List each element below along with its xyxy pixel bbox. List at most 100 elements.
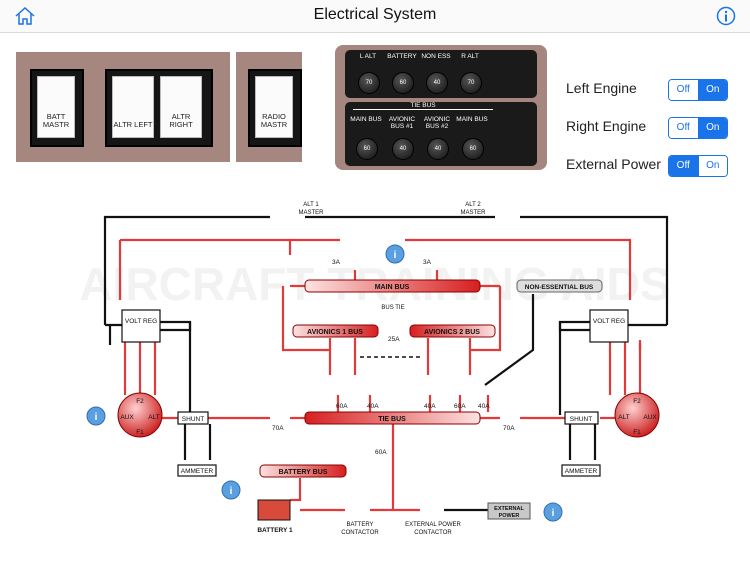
- right-engine-label: Right Engine: [566, 118, 647, 134]
- alt-f1-label: F1: [136, 429, 144, 436]
- shunt-right-label: SHUNT: [570, 416, 592, 423]
- alt-aux-label: AUX: [120, 414, 134, 421]
- alt-f1-label: F1: [633, 429, 641, 436]
- breaker-label: MAIN BUS: [456, 116, 488, 123]
- volt-reg-left: [121, 309, 161, 343]
- breaker-knob-avionic-2[interactable]: 40: [427, 138, 449, 160]
- breaker-label: R ALT: [461, 53, 479, 60]
- external-power-off[interactable]: Off: [669, 156, 698, 176]
- battery-contactor-label-1: BATTERY: [346, 522, 373, 528]
- alt2-master-label-2: MASTER: [460, 210, 486, 216]
- main-bus: [304, 279, 481, 293]
- tie-bus: [304, 411, 481, 425]
- alt1-master-label-1: ALT 1: [303, 202, 319, 208]
- ammeter-right: [561, 464, 601, 477]
- amp-60a-battery: 60A: [375, 449, 387, 456]
- alternator-right: [614, 392, 660, 438]
- amp-70a-right: 70A: [503, 425, 515, 432]
- breaker-label: MAIN BUS: [350, 116, 382, 123]
- ammeter-left: [177, 464, 217, 477]
- amp-3a-left: 3A: [332, 259, 341, 266]
- alt2-master-label-1: ALT 2: [465, 202, 481, 208]
- circuit-breaker-panel: L ALT BATTERY NON ESS R ALT 70 60 40 70 …: [335, 45, 547, 170]
- breaker-label: AVIONIC BUS #1: [388, 116, 416, 130]
- svg-text:i: i: [230, 486, 233, 497]
- battery-contactor-label-2: CONTACTOR: [341, 530, 379, 536]
- tie-bus-label: TIE BUS: [410, 102, 436, 109]
- external-power-label-1: EXTERNAL: [494, 506, 524, 512]
- right-engine-off[interactable]: Off: [669, 118, 698, 138]
- breaker-knob-avionic-1[interactable]: 40: [392, 138, 414, 160]
- avionics-1-bus-label: AVIONICS 1 BUS: [307, 329, 363, 336]
- home-icon[interactable]: [14, 6, 36, 26]
- battery-1: [257, 499, 291, 521]
- volt-reg-right-label: VOLT REG: [593, 318, 625, 325]
- amp-40a-far-right: 40A: [478, 403, 490, 410]
- shunt-right: [564, 411, 599, 425]
- right-engine-on[interactable]: On: [697, 118, 727, 138]
- altr-left-switch[interactable]: ALTR LEFT: [112, 76, 154, 138]
- alt1-master-label-2: MASTER: [298, 210, 324, 216]
- alt-alt-label: ALT: [148, 414, 159, 421]
- right-engine-toggle[interactable]: Off On: [668, 117, 728, 139]
- radio-master-switch[interactable]: RADIO MASTR: [255, 76, 293, 138]
- info-icon[interactable]: i: [221, 480, 241, 500]
- breaker-knob-non-ess[interactable]: 40: [426, 72, 448, 94]
- left-engine-toggle[interactable]: Off On: [668, 79, 728, 101]
- amp-70a-left: 70A: [272, 425, 284, 432]
- altr-right-switch[interactable]: ALTR RIGHT: [160, 76, 202, 138]
- battery-1-label: BATTERY 1: [257, 527, 293, 534]
- svg-text:i: i: [552, 508, 555, 519]
- alt-f2-label: F2: [633, 398, 641, 405]
- info-icon[interactable]: i: [86, 406, 106, 426]
- top-bar: Electrical System: [0, 0, 750, 33]
- shunt-left: [177, 411, 209, 425]
- external-power-label: External Power: [566, 156, 661, 172]
- amp-40a-left: 40A: [367, 403, 379, 410]
- info-icon[interactable]: i: [385, 244, 405, 264]
- watermark: AIRCRAFT TRAINING AIDS: [79, 258, 670, 310]
- breaker-label: BATTERY: [387, 53, 417, 60]
- external-power-box: [487, 502, 531, 520]
- volt-reg-left-label: VOLT REG: [125, 318, 157, 325]
- svg-text:i: i: [394, 250, 397, 261]
- tie-bus-line: [353, 109, 493, 110]
- breaker-knob-battery[interactable]: 60: [392, 72, 414, 94]
- breaker-knob-l-alt[interactable]: 70: [358, 72, 380, 94]
- amp-60a-right: 60A: [454, 403, 466, 410]
- info-icon[interactable]: [716, 6, 736, 26]
- amp-60a-left: 60A: [336, 403, 348, 410]
- breaker-label: L ALT: [359, 53, 377, 60]
- alternator-left: [117, 392, 163, 438]
- external-power-label-2: POWER: [499, 513, 520, 519]
- bus-tie-label: BUS TIE: [381, 305, 404, 311]
- breaker-label: NON ESS: [421, 53, 451, 60]
- amp-3a-right: 3A: [423, 259, 432, 266]
- breaker-knob-main-bus-left[interactable]: 60: [356, 138, 378, 160]
- alt-aux-label: AUX: [643, 414, 657, 421]
- alt-alt-label: ALT: [618, 414, 629, 421]
- info-icon[interactable]: i: [543, 502, 563, 522]
- ammeter-left-label: AMMETER: [181, 468, 214, 475]
- breaker-label: AVIONIC BUS #2: [423, 116, 451, 130]
- page-title: Electrical System: [313, 6, 437, 23]
- left-engine-on[interactable]: On: [697, 80, 727, 100]
- left-engine-label: Left Engine: [566, 80, 637, 96]
- batt-master-switch[interactable]: BATT MASTR: [37, 76, 75, 138]
- non-essential-bus-label: NON-ESSENTIAL BUS: [525, 284, 594, 291]
- external-power-toggle[interactable]: Off On: [668, 155, 728, 177]
- battery-bus-label: BATTERY BUS: [279, 469, 328, 476]
- main-bus-label: MAIN BUS: [375, 284, 410, 291]
- avionics-2-bus-label: AVIONICS 2 BUS: [424, 329, 480, 336]
- breaker-knob-r-alt[interactable]: 70: [460, 72, 482, 94]
- breaker-knob-main-bus-right[interactable]: 60: [462, 138, 484, 160]
- amp-25a: 25A: [388, 336, 400, 343]
- alt-f2-label: F2: [136, 398, 144, 405]
- external-power-on[interactable]: On: [697, 156, 727, 176]
- tie-bus-label: TIE BUS: [378, 416, 406, 423]
- svg-text:i: i: [95, 412, 98, 423]
- amp-40a-right: 40A: [424, 403, 436, 410]
- avionics-2-bus: [409, 324, 496, 338]
- ext-power-contactor-label-2: CONTACTOR: [414, 530, 452, 536]
- left-engine-off[interactable]: Off: [669, 80, 698, 100]
